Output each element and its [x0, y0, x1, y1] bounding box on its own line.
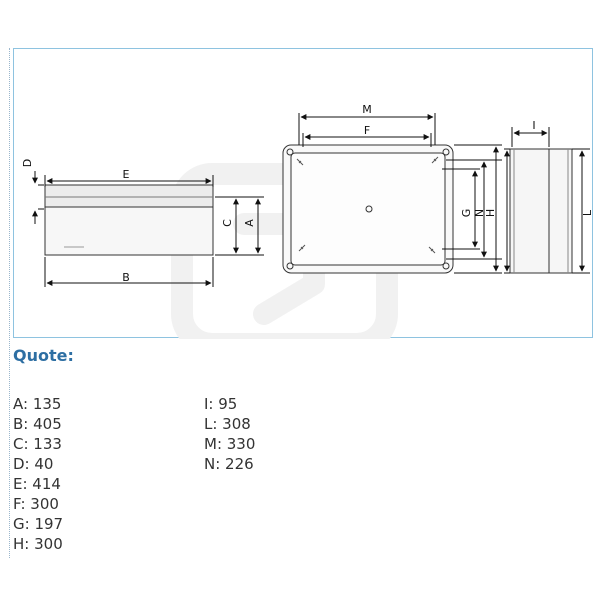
dimension-label-b: B	[122, 271, 130, 284]
front-view-dimension-lines	[298, 113, 502, 274]
quote-item: A: 135	[13, 395, 62, 413]
quote-list-left: A: 135 B: 405 C: 133 D: 40 E: 414 F: 300…	[13, 394, 63, 554]
left-dotted-rule	[9, 48, 10, 558]
dimension-label-n: N	[473, 209, 486, 217]
dimension-label-i: I	[532, 119, 535, 132]
dimension-label-m: M	[362, 103, 372, 116]
quote-item: N: 226	[204, 455, 254, 473]
dimension-label-g: G	[460, 209, 473, 218]
end-view-dimension-lines	[504, 127, 590, 274]
technical-drawing-svg: E B D C A	[21, 103, 594, 339]
quote-item: I: 95	[204, 395, 238, 413]
quote-item: E: 414	[13, 475, 61, 493]
quote-item: H: 300	[13, 535, 63, 553]
dimension-label-h: H	[484, 209, 497, 217]
dimension-label-e: E	[123, 168, 130, 181]
technical-drawing: E B D C A	[13, 48, 594, 339]
dimension-label-a: A	[243, 219, 256, 227]
quote-item: M: 330	[204, 435, 256, 453]
front-view	[282, 144, 454, 274]
side-view-body	[44, 206, 214, 256]
side-view-lid	[44, 184, 214, 208]
quote-title: Quote:	[13, 346, 74, 365]
end-view-body	[509, 148, 573, 274]
quote-item: C: 133	[13, 435, 62, 453]
front-view-centre-hole	[365, 205, 373, 213]
quote-item: F: 300	[13, 495, 59, 513]
dimension-label-c: C	[221, 219, 234, 227]
dimension-label-f: F	[364, 124, 370, 137]
quote-list-right: I: 95 L: 308 M: 330 N: 226	[204, 394, 255, 474]
dimension-label-d: D	[21, 159, 34, 167]
dimension-label-l: L	[581, 209, 594, 216]
side-view-dimension-lines	[32, 171, 264, 287]
quote-item: G: 197	[13, 515, 64, 533]
side-view	[44, 184, 214, 256]
quote-item: L: 308	[204, 415, 251, 433]
quote-item: B: 405	[13, 415, 62, 433]
end-view	[509, 148, 573, 274]
quote-item: D: 40	[13, 455, 54, 473]
front-view-inner	[290, 152, 446, 266]
